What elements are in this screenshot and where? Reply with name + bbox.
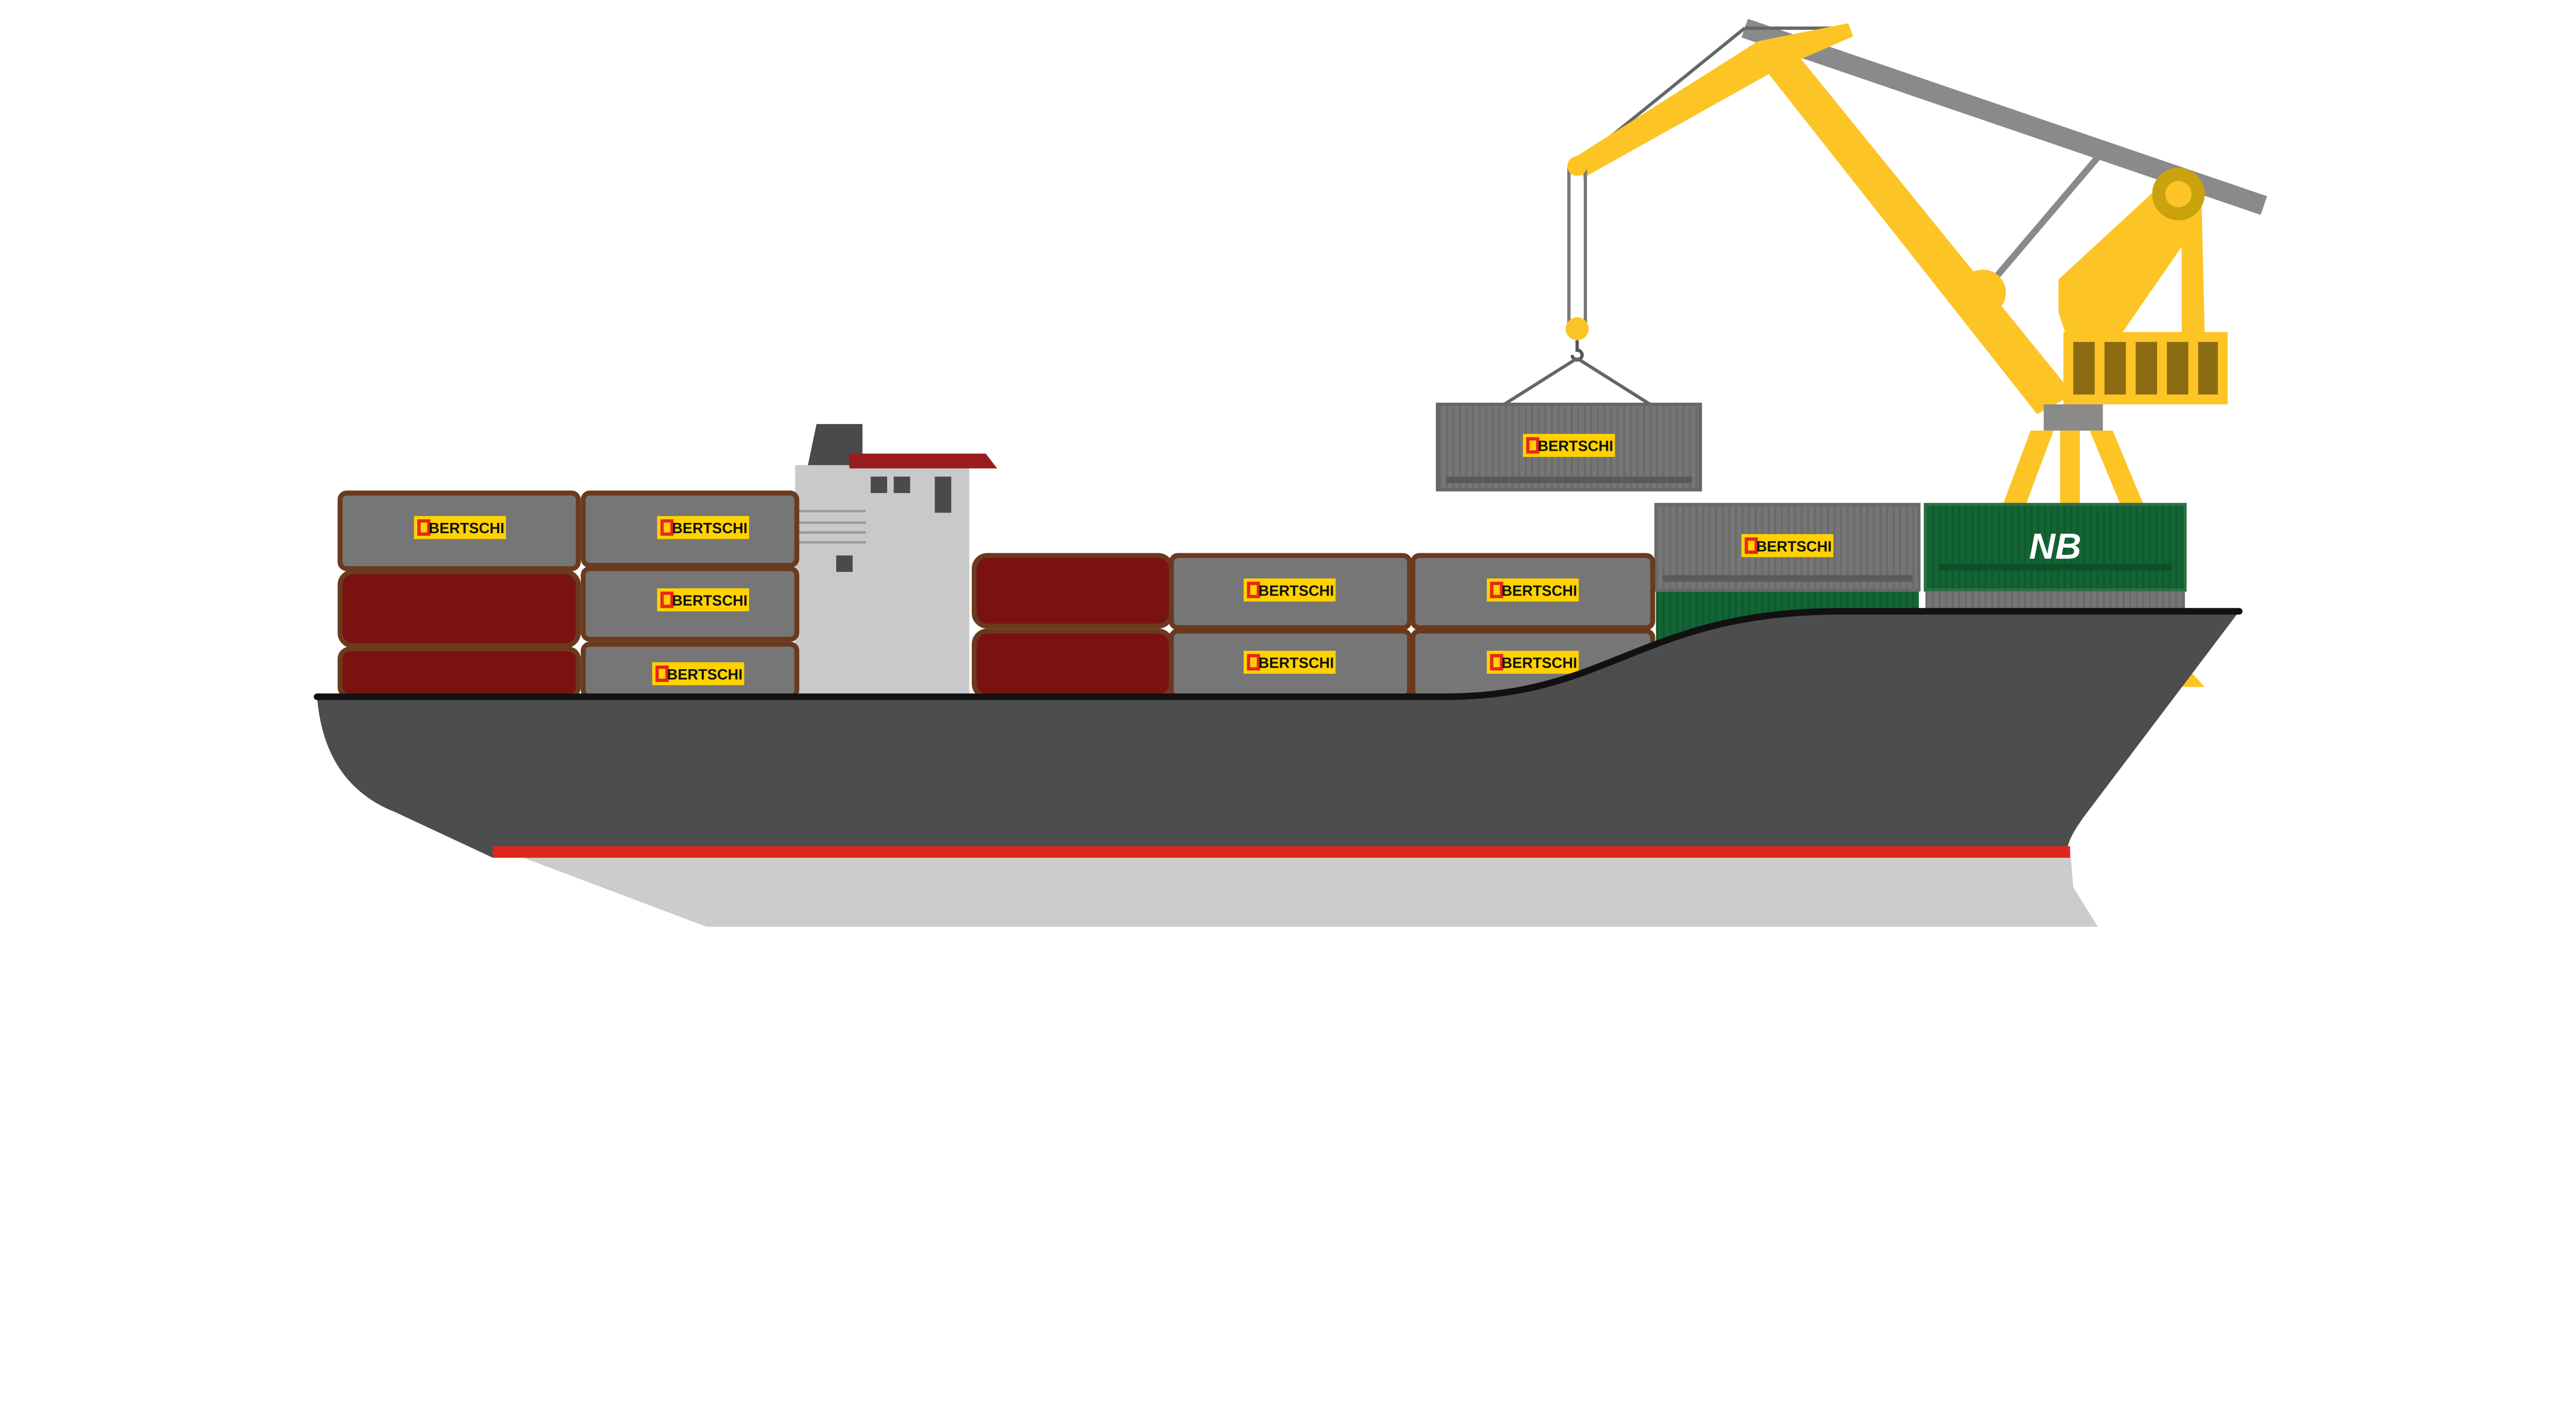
container-label: BERTSCHI <box>672 520 748 537</box>
hook-icon <box>1570 340 1584 362</box>
container-label: BERTSCHI <box>1538 438 1614 455</box>
green-container <box>1924 503 2187 592</box>
container-label: BERTSCHI <box>1756 538 1832 555</box>
hook-block <box>1565 317 1589 341</box>
container-label: BERTSCHI <box>429 520 504 537</box>
crane-base <box>2043 404 2103 431</box>
container-label: BERTSCHI <box>1502 655 1578 672</box>
ship-bridge <box>772 424 997 697</box>
container-label: BERTSCHI <box>1259 655 1334 672</box>
hanging-container: BERTSCHI <box>1435 402 1702 491</box>
nb-logo: NB <box>2029 526 2081 567</box>
crane-cable <box>1988 149 2106 285</box>
container-ship-illustration: BERTSCHI BERTSCHI NB <box>314 19 2267 927</box>
sling <box>1500 356 1578 407</box>
crane-pivot-inner <box>2165 181 2192 208</box>
crane-joint <box>1960 269 2006 316</box>
bridge-windows <box>836 477 952 572</box>
cargo-stacks <box>337 490 1655 700</box>
sling <box>1576 356 1654 407</box>
container-label: BERTSCHI <box>1259 583 1334 599</box>
container-label: BERTSCHI <box>672 592 748 609</box>
container-label: BERTSCHI <box>667 667 743 683</box>
deck-line <box>314 608 2243 700</box>
container-label: BERTSCHI <box>1502 583 1578 599</box>
crane-boom <box>1754 46 2074 414</box>
jib-tip <box>1567 156 1587 176</box>
hull-stripe <box>493 846 2070 858</box>
container-labels: BERTSCHI BERTSCHI BERTSCHI BERTSCHI BERT… <box>414 516 1579 686</box>
hull-reflection <box>493 846 2098 927</box>
crane-tower <box>2058 181 2205 337</box>
bridge-roof <box>849 453 997 469</box>
hull-body <box>317 611 2240 858</box>
ship-hull <box>314 608 2243 927</box>
crane-cabin-windows <box>2073 342 2218 395</box>
harbor-crane <box>1500 19 2267 687</box>
